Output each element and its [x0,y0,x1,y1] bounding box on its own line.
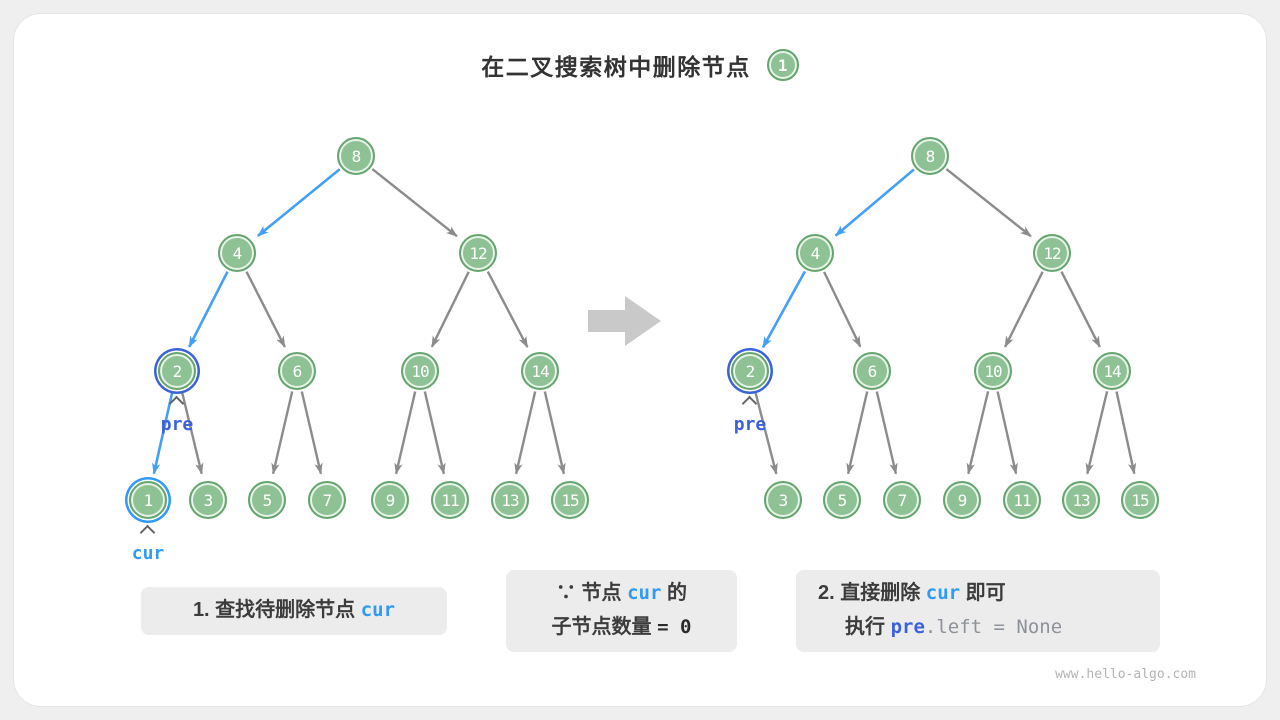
tree-node-3: 3 [764,481,802,519]
caption-text: 1. 查找待删除节点 [192,599,361,621]
tree-node-7: 7 [308,481,346,519]
caption-line: 执行 pre.left = None [845,612,1062,644]
pointer-caret-pre [741,395,758,412]
caption-line: 2. 直接删除 cur 即可 [818,578,1006,610]
tree-node-13: 13 [491,481,529,519]
tree-node-6: 6 [278,352,316,390]
tree-node-14: 14 [1093,352,1131,390]
caption-text: cur [627,582,662,604]
pointer-label-pre: pre [160,414,194,435]
tree-node-2: 2 [731,352,769,390]
caption-box-3: 2. 直接删除 cur 即可执行 pre.left = None [796,570,1160,652]
caption-text: cur [925,582,961,604]
caption-line: 子节点数量 = 0 [552,612,692,644]
tree-node-5: 5 [823,481,861,519]
caption-text: None [1016,616,1063,638]
tree-node-8: 8 [337,137,375,175]
caption-text: .left [924,616,983,638]
tree-node-12: 12 [459,234,497,272]
tree-node-15: 15 [1121,481,1159,519]
caption-text: ∵ 节点 [555,582,628,604]
caption-line: ∵ 节点 cur 的 [556,578,687,610]
caption-text: pre [890,616,925,638]
tree-node-10: 10 [974,352,1012,390]
caption-text: 即可 [960,582,1006,604]
tree-node-14: 14 [521,352,559,390]
pointer-label-cur: cur [131,543,165,564]
caption-text: 的 [661,582,687,604]
caption-text: cur [360,599,396,621]
caption-box-1: 1. 查找待删除节点 cur [141,587,447,635]
tree-node-2: 2 [158,352,196,390]
caption-text: = 0 [657,616,692,638]
page-title: 在二叉搜索树中删除节点 [481,54,751,80]
tree-node-13: 13 [1062,481,1100,519]
tree-node-4: 4 [218,234,256,272]
caption-box-2: ∵ 节点 cur 的子节点数量 = 0 [506,570,737,652]
watermark: www.hello-algo.com [1055,667,1196,682]
title-row: 在二叉搜索树中删除节点 1 [14,48,1266,82]
caption-text: 执行 [845,616,891,638]
tree-node-3: 3 [189,481,227,519]
tree-node-9: 9 [371,481,409,519]
caption-text: = [982,616,1017,638]
tree-node-4: 4 [796,234,834,272]
caption-text: 2. 直接删除 [818,582,926,604]
tree-node-11: 11 [431,481,469,519]
pointer-caret-pre [168,395,185,412]
pointer-label-pre: pre [733,414,767,435]
pointer-caret-cur [139,524,156,541]
tree-node-6: 6 [853,352,891,390]
tree-node-5: 5 [248,481,286,519]
tree-node-11: 11 [1003,481,1041,519]
tree-node-15: 15 [551,481,589,519]
tree-node-10: 10 [401,352,439,390]
tree-node-12: 12 [1033,234,1071,272]
caption-text: 子节点数量 [551,616,658,638]
tree-node-1: 1 [129,481,167,519]
tree-node-7: 7 [883,481,921,519]
step-badge: 1 [766,49,799,81]
tree-node-8: 8 [911,137,949,175]
tree-node-9: 9 [943,481,981,519]
caption-line: 1. 查找待删除节点 cur [193,595,395,627]
